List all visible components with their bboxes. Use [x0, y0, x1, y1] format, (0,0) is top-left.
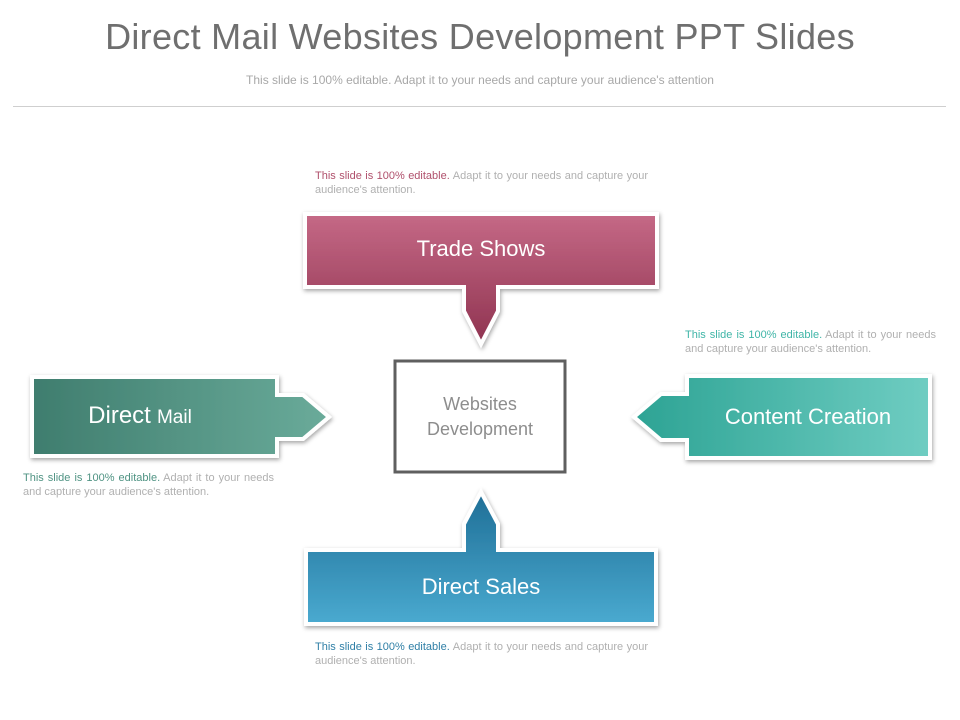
- center-label: Websites Development: [397, 363, 563, 471]
- note-top-lead: This slide is 100% editable.: [315, 170, 450, 182]
- center-label-line2: Development: [426, 419, 534, 439]
- direct-sales-label: Direct Sales: [421, 574, 541, 599]
- note-right-lead: This slide is 100% editable.: [685, 329, 823, 341]
- content-creation-callout: [630, 374, 932, 460]
- note-left-rest: Adapt it to your needs and capture your …: [23, 472, 274, 498]
- trade-shows-label: Trade Shows: [416, 236, 546, 261]
- note-bottom-lead: This slide is 100% editable.: [315, 641, 450, 653]
- direct-mail-callout: [30, 375, 333, 458]
- note-right: This slide is 100% editable.Adapt it to …: [685, 328, 936, 356]
- content-creation-label: Content Creation: [724, 404, 892, 429]
- slide-subtitle: This slide is 100% editable. Adapt it to…: [246, 73, 714, 87]
- direct-sales-callout: [304, 487, 658, 626]
- direct-mail-label: Direct Mail: [40, 403, 240, 431]
- note-left: This slide is 100% editable.Adapt it to …: [23, 471, 274, 499]
- note-bottom: This slide is 100% editable.Adapt it to …: [315, 640, 648, 668]
- direct-mail-label-main: Direct: [88, 402, 151, 429]
- trade-shows-callout: [303, 212, 659, 349]
- direct-mail-label-small: Mail: [156, 407, 192, 428]
- title-divider: [13, 106, 946, 107]
- note-top-rest: Adapt it to your needs and capture your …: [315, 170, 648, 196]
- slide-title: Direct Mail Websites Development PPT Sli…: [105, 16, 855, 57]
- note-top: This slide is 100% editable.Adapt it to …: [315, 169, 648, 197]
- center-box: [393, 359, 567, 474]
- note-right-rest: Adapt it to your needs and capture your …: [685, 329, 936, 355]
- note-bottom-rest: Adapt it to your needs and capture your …: [315, 641, 648, 667]
- center-label-line1: Websites: [443, 394, 517, 414]
- note-left-lead: This slide is 100% editable.: [23, 472, 161, 484]
